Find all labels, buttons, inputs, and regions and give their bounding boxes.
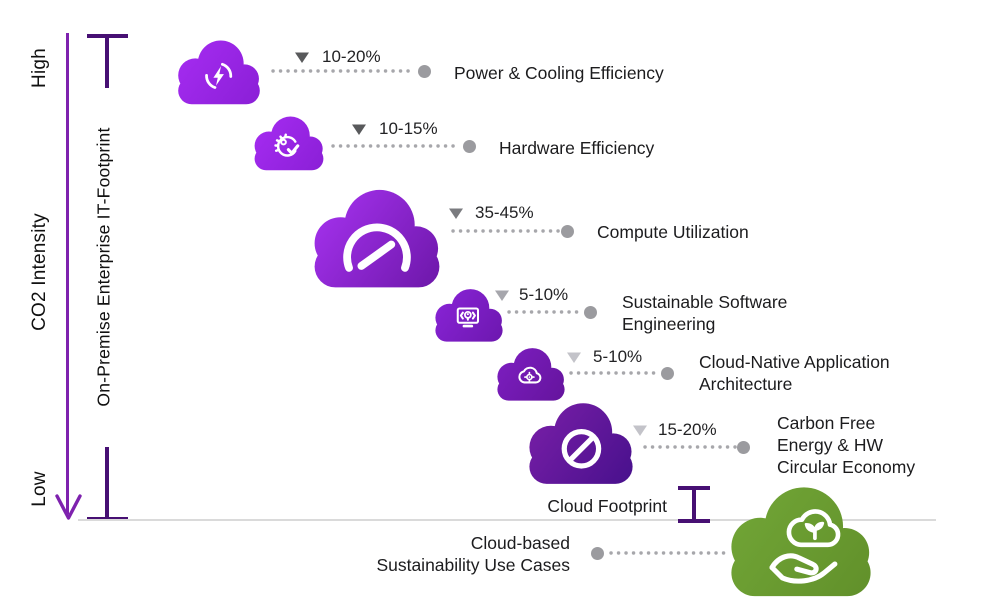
gauge-icon (343, 223, 411, 272)
axis-co2-intensity-label: CO2 Intensity (29, 213, 50, 331)
baseline (78, 519, 936, 521)
software-engineering-icon (456, 307, 480, 328)
hardware-refresh-check-icon (274, 133, 300, 157)
on-premise-bracket-label: On-Premise Enterprise IT-Footprint (93, 127, 114, 407)
connector-dot (463, 140, 476, 153)
axis-arrow-down-icon (55, 494, 82, 520)
on-premise-bracket-top-stem (105, 34, 109, 88)
axis-low-label: Low (29, 471, 50, 507)
cloud-sse (435, 289, 503, 342)
row-label-hardware: Hardware Efficiency (499, 138, 655, 158)
row-label-cloud-native: Cloud-Native Application Architecture (699, 352, 890, 395)
cloud-power-cooling (178, 40, 260, 105)
row-label-sse: Sustainable Software Engineering (622, 292, 788, 335)
dotted-connector (271, 69, 417, 73)
connector-dot (418, 65, 431, 78)
cloud-native (497, 348, 565, 401)
connector-dot (561, 225, 574, 238)
reduction-triangle-icon (567, 352, 581, 363)
dotted-connector (331, 144, 461, 148)
connector-dot (661, 367, 674, 380)
cloud-green-sustainability (731, 487, 871, 597)
dotted-connector (643, 445, 739, 449)
sustainability-hand-cloud-icon (769, 509, 841, 584)
dotted-connector (451, 229, 561, 233)
dotted-connector (569, 371, 663, 375)
cloud-footprint-label: Cloud Footprint (547, 496, 667, 516)
row-label-carbon-free: Carbon Free Energy & HW Circular Economy (777, 413, 916, 478)
cloud-gear-icon (518, 366, 542, 384)
carbon-free-icon (561, 428, 602, 469)
connector-dot (591, 547, 604, 560)
cloud-compute (314, 189, 440, 288)
reduction-range: 10-20% (322, 47, 381, 66)
reduction-range: 35-45% (475, 203, 534, 222)
cloud-carbon-free (529, 403, 633, 484)
row-label-cloud-based-sustainability: Cloud-based Sustainability Use Cases (376, 533, 570, 576)
cloud-hardware (254, 116, 324, 171)
energy-efficiency-icon (205, 62, 233, 89)
on-premise-bracket-bottom-stem (105, 447, 109, 521)
dotted-connector (507, 310, 585, 314)
reduction-range: 5-10% (593, 347, 643, 366)
reduction-range: 10-15% (379, 119, 438, 138)
reduction-triangle-icon (495, 290, 509, 301)
co2-axis-line (66, 33, 69, 514)
cloud-footprint-bracket-stem (692, 486, 696, 522)
reduction-triangle-icon (295, 52, 309, 63)
cloud-footprint-bracket-bottom-cap (678, 519, 710, 523)
reduction-triangle-icon (352, 124, 366, 135)
axis-high-label: High (29, 48, 50, 88)
reduction-triangle-icon (449, 208, 463, 219)
row-label-compute: Compute Utilization (597, 222, 749, 242)
reduction-range: 5-10% (519, 285, 569, 304)
connector-dot (584, 306, 597, 319)
reduction-range: 15-20% (658, 420, 717, 439)
connector-dot (737, 441, 750, 454)
row-label-power-cooling: Power & Cooling Efficiency (454, 63, 664, 83)
reduction-triangle-icon (633, 425, 647, 436)
